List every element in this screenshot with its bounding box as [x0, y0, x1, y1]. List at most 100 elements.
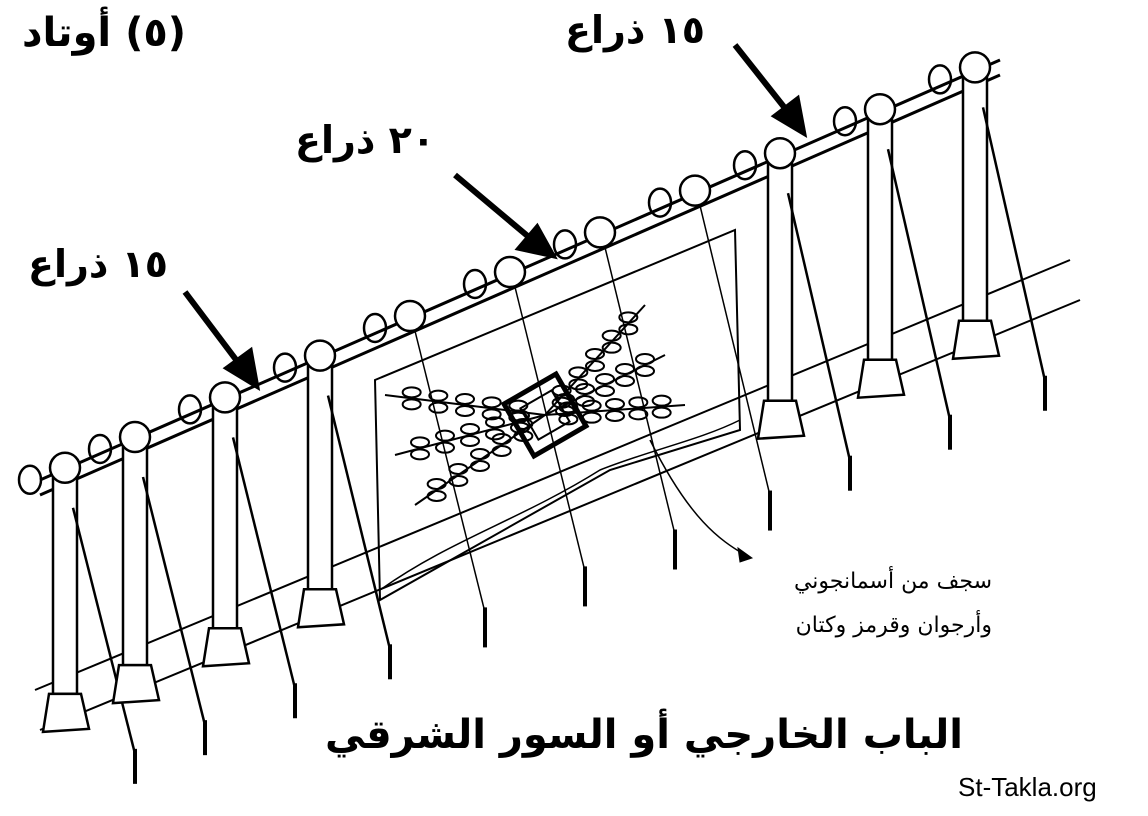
post-cap [863, 92, 897, 126]
leaf [628, 408, 649, 421]
rail-ring [87, 433, 113, 465]
leaf [401, 398, 422, 411]
rail-ring [552, 229, 578, 260]
leaf [426, 478, 447, 490]
leaf [581, 399, 602, 412]
leaf [428, 389, 449, 402]
leaf [470, 448, 490, 460]
leaf [460, 423, 480, 435]
leaf [615, 363, 635, 375]
leaf [601, 329, 622, 342]
gate-post [647, 174, 772, 531]
post [272, 339, 392, 680]
post-shaft [121, 435, 149, 667]
leaf [435, 429, 455, 442]
tent-cord [886, 148, 952, 420]
watermark: St-Takla.org [958, 772, 1097, 802]
leaf [455, 393, 475, 405]
leaf [558, 413, 579, 426]
left-width-label: ١٥ ذراع [28, 242, 168, 286]
gate-post [362, 299, 487, 648]
rail-ring [177, 394, 203, 425]
rail-ring [647, 187, 673, 218]
leaf [568, 366, 589, 379]
leaf [448, 475, 469, 487]
tent-cord [326, 395, 392, 650]
arrows [182, 43, 808, 563]
leaf [601, 341, 622, 354]
leaf [491, 445, 512, 457]
tent-cord [981, 107, 1047, 382]
diagram-title: الباب الخارجي أو السور الشرقي [325, 712, 963, 758]
wheat-branch [544, 394, 686, 426]
leaf [635, 353, 655, 365]
leaf [481, 396, 502, 409]
leaf [426, 490, 447, 502]
post-socket [296, 588, 346, 629]
leaf [410, 448, 430, 461]
leaf [460, 435, 480, 447]
post-cap [763, 136, 797, 170]
ground-lines [34, 259, 1081, 731]
stakes-label: (٥) أوتاد [22, 10, 187, 56]
gate-curtain [373, 228, 742, 602]
post-socket [951, 319, 1001, 361]
post-cap [48, 451, 82, 485]
leaf [635, 365, 655, 377]
curtain-outline [373, 228, 742, 602]
post-socket [41, 692, 91, 734]
post-cap [208, 381, 242, 414]
post-cap [493, 255, 527, 289]
tent-cord [786, 192, 852, 461]
post [87, 420, 207, 756]
curtain-line-1: سجف من أسمانجوني [793, 569, 992, 594]
curtain-line-2: وأرجوان وقرمز وكتان [795, 613, 992, 638]
leaf [615, 375, 635, 387]
leaf [470, 460, 490, 472]
curtain-description: سجف من أسمانجوني وأرجوان وقرمز وكتان [760, 560, 992, 648]
leaf [481, 408, 502, 421]
leaf [585, 348, 605, 360]
post-socket [856, 358, 906, 400]
tent-cord [71, 507, 137, 755]
leaf [491, 433, 512, 445]
tent-cord [414, 330, 486, 613]
rail-ring [362, 312, 388, 344]
leaf [595, 385, 615, 397]
leaf [485, 416, 505, 429]
post-cap [678, 174, 712, 207]
leaf [618, 323, 639, 336]
leaf [513, 418, 534, 430]
post-shaft [866, 107, 894, 361]
post-shaft [51, 466, 79, 696]
rail-ring [927, 64, 953, 95]
leaf [618, 311, 639, 324]
leaf [581, 411, 602, 424]
gate-post [462, 255, 587, 607]
post-cap [958, 51, 992, 84]
leaf [605, 398, 625, 410]
post-cap [583, 216, 617, 249]
post [177, 381, 297, 719]
post-cap [303, 339, 337, 372]
leaf [585, 360, 605, 372]
rail-ring [732, 149, 758, 181]
post-shaft [766, 151, 794, 402]
post [732, 136, 852, 491]
post-shaft [306, 354, 334, 591]
leaf [448, 463, 469, 475]
tent-cord [699, 205, 771, 496]
leaf [605, 410, 625, 422]
post [927, 51, 1047, 411]
wheat-branch [544, 353, 666, 417]
leaf [513, 430, 534, 442]
post-cap [393, 299, 427, 333]
leaf [510, 409, 530, 422]
leaf [551, 384, 572, 397]
wheat-branch [414, 414, 546, 506]
rail-ring [17, 464, 43, 496]
rail-ring [462, 268, 488, 300]
leaf [651, 406, 672, 419]
